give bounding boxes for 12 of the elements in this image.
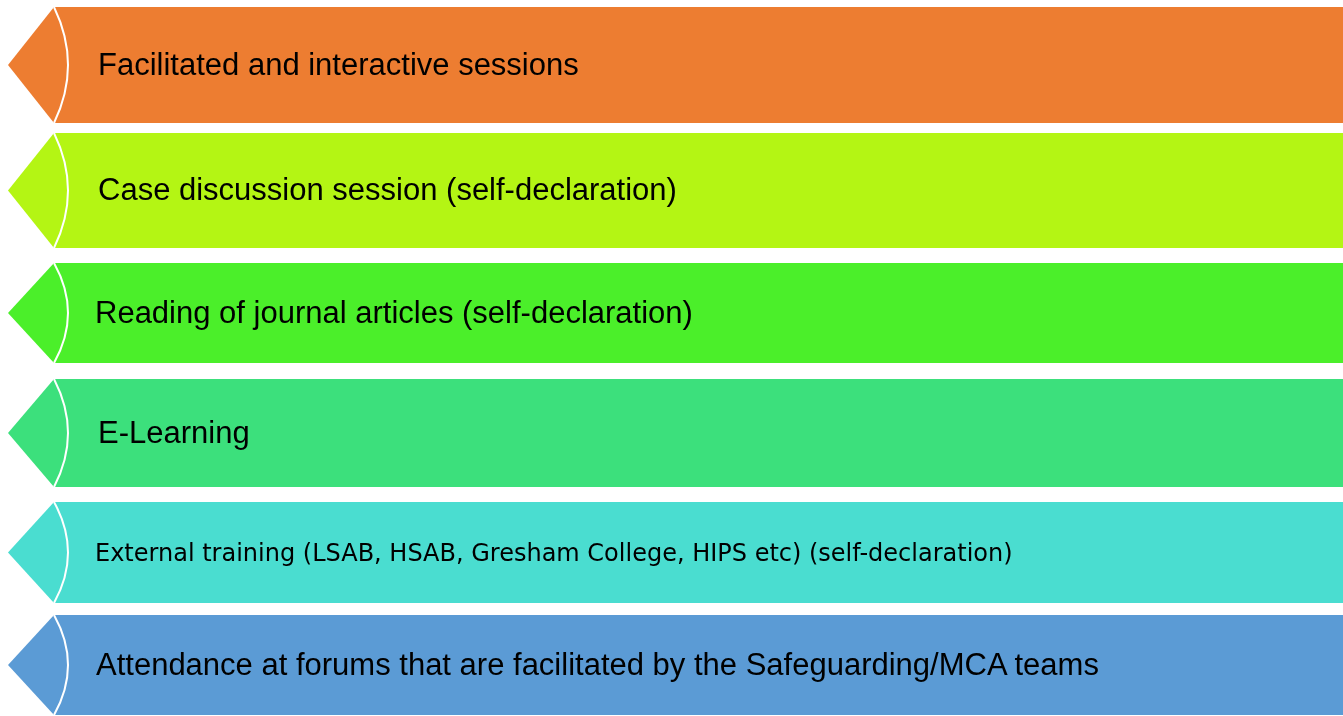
banner-label: E-Learning bbox=[98, 413, 250, 452]
arrow-banner bbox=[8, 133, 1343, 248]
arrow-banner bbox=[8, 7, 1343, 123]
arrow-banner bbox=[8, 502, 1343, 603]
banner-label: External training (LSAB, HSAB, Gresham College, HIPS etc) (self-declaration) bbox=[95, 537, 1013, 568]
arrow-banner bbox=[8, 615, 1343, 715]
banner-label: Reading of journal articles (self-declaration) bbox=[95, 293, 693, 332]
arrow-banner bbox=[8, 263, 1343, 363]
banner-label: Attendance at forums that are facilitated by the Safeguarding/MCA teams bbox=[96, 645, 1099, 684]
banner-label: Case discussion session (self-declaration) bbox=[98, 171, 677, 210]
arrow-banner bbox=[8, 379, 1343, 487]
banner-label: Facilitated and interactive sessions bbox=[98, 45, 579, 84]
